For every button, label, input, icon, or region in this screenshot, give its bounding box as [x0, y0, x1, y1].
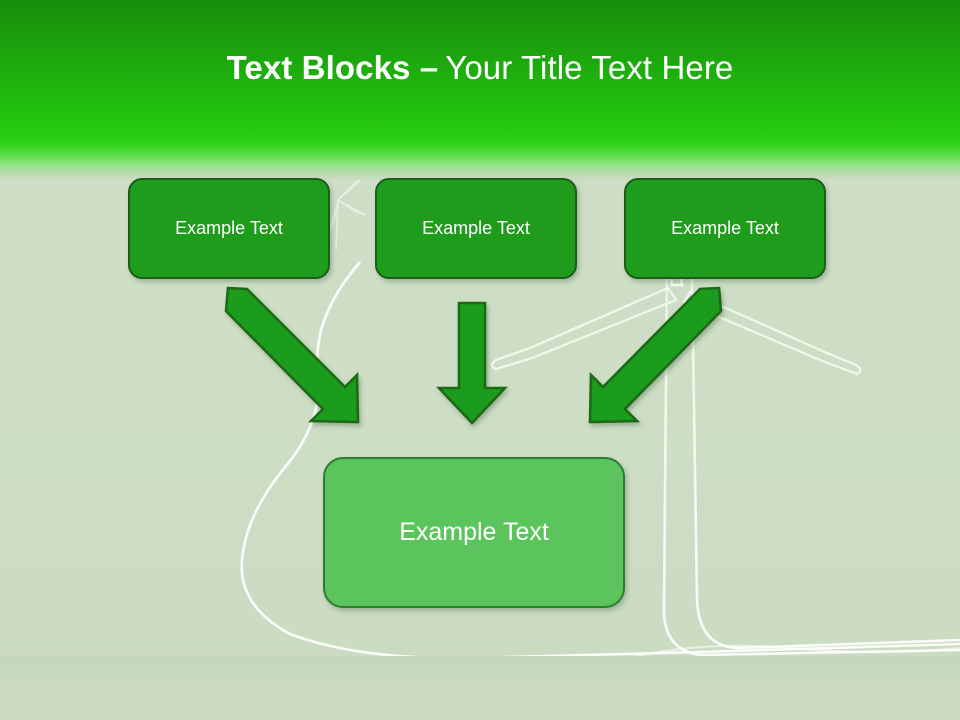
page-title: Text Blocks – Your Title Text Here — [0, 0, 960, 135]
page-title-light: Your Title Text Here — [445, 48, 734, 86]
turbine-small — [329, 177, 367, 251]
text-block-1[interactable]: Example Text — [128, 178, 330, 279]
text-block-3-label: Example Text — [671, 218, 779, 238]
page-title-bold: Text Blocks – — [226, 48, 439, 86]
turbine-small-blade-b — [337, 199, 367, 216]
text-block-1-label: Example Text — [175, 218, 283, 238]
result-text-block[interactable]: Example Text — [323, 457, 625, 608]
text-block-2-label: Example Text — [422, 218, 530, 238]
turbine-tower-left-edge — [662, 149, 960, 657]
turbine-blade-lower-right — [682, 290, 862, 376]
background-light-trail-bottom — [619, 644, 960, 662]
turbine-small-tower — [335, 199, 339, 251]
text-block-3[interactable]: Example Text — [624, 178, 826, 279]
result-text-block-label: Example Text — [399, 518, 549, 546]
turbine-tower-right-edge — [688, 149, 960, 650]
turbine-small-blade-c — [329, 200, 339, 233]
ground-band — [0, 656, 960, 720]
header-band — [0, 0, 960, 180]
turbine-small-blade-a — [337, 177, 363, 201]
text-block-2[interactable]: Example Text — [375, 178, 577, 279]
turbine-blade-lower-left — [490, 286, 678, 371]
